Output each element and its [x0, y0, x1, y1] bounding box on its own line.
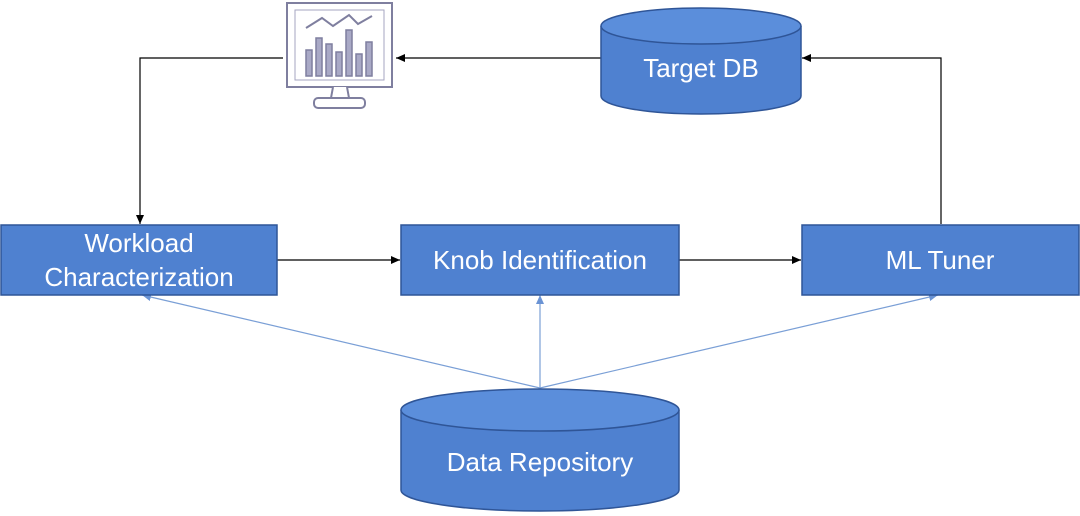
target-db-cylinder: Target DB: [600, 7, 802, 115]
knob-identification-label: Knob Identification: [433, 245, 647, 275]
arrow-repo-to-workload: [141, 293, 541, 389]
arrow-mltuner-to-targetdb: [802, 54, 942, 224]
target-db-label: Target DB: [643, 53, 759, 83]
workload-characterization-box: Workload Characterization: [0, 224, 278, 296]
ml-tuner-box: ML Tuner: [801, 224, 1080, 296]
knob-identification-box: Knob Identification: [400, 224, 680, 296]
ml-tuner-label: ML Tuner: [886, 245, 995, 275]
data-repository-cylinder: Data Repository: [400, 388, 680, 512]
workload-label-line2: Characterization: [44, 262, 233, 292]
arrow-monitor-to-workload: [136, 57, 283, 224]
arrow-repo-to-mltuner: [539, 293, 939, 389]
data-repository-label: Data Repository: [447, 447, 633, 477]
workload-label-line1: Workload: [84, 228, 193, 258]
monitor-chart-icon: [286, 2, 393, 109]
